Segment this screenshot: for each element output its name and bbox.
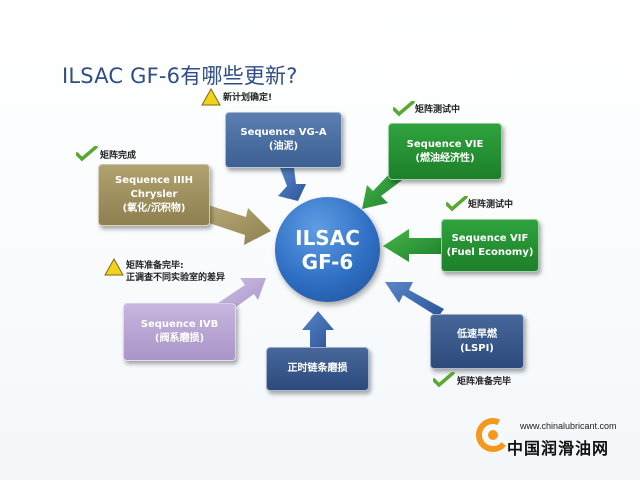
arrow-lspi (385, 282, 444, 317)
status-vie-text: 矩阵测试中 (415, 105, 461, 115)
status-vif-text: 矩阵测试中 (468, 200, 514, 210)
status-lspi: 矩阵准备完毕 (433, 372, 533, 390)
box-sequence-ivb: Sequence IVB (阀系磨损) (123, 303, 236, 361)
status-iiih-text: 矩阵完成 (100, 151, 137, 161)
lspi-desc: (LSPI) (460, 342, 494, 354)
vie-desc: (燃油经济性) (415, 152, 475, 164)
chain-name: 正时链条磨损 (287, 363, 348, 374)
status-vga-text: 新计划确定! (223, 93, 273, 103)
arrow-vga (278, 168, 306, 201)
box-sequence-vga: Sequence VG-A (油泥) (225, 112, 342, 168)
lspi-name: 低速早燃 (457, 328, 497, 340)
warning-icon (201, 88, 221, 106)
status-ivb-text-2: 正调查不同实验室的差异 (126, 273, 226, 283)
vif-desc: (Fuel Economy) (446, 246, 534, 258)
arrow-vif (383, 229, 441, 262)
arrow-iiih (206, 205, 271, 245)
iiih-desc: (氧化/沉积物) (122, 203, 186, 214)
box-sequence-vif: Sequence VIF (Fuel Economy) (441, 219, 539, 272)
box-timing-chain-wear: 正时链条磨损 (266, 347, 369, 391)
status-vie: 矩阵测试中 (393, 101, 483, 119)
status-vga: 新计划确定! (201, 88, 291, 106)
ilsac-gf6-circle: ILSAC GF-6 (275, 197, 380, 302)
iiih-name: Sequence IIIH (115, 175, 193, 186)
status-lspi-text: 矩阵准备完毕 (457, 377, 512, 387)
ivb-name: Sequence IVB (140, 319, 219, 330)
vga-desc: (油泥) (268, 141, 299, 152)
watermark-name: 中国润滑油网 (507, 439, 610, 458)
watermark-url: www.chinalubricant.com (520, 421, 617, 431)
warning-icon (104, 258, 124, 276)
arrow-chain (302, 311, 334, 347)
chinalubricant-logo (476, 418, 510, 452)
center-line1: ILSAC (295, 225, 360, 250)
vif-name: Sequence VIF (451, 232, 529, 244)
checkmark-icon (393, 101, 415, 117)
iiih-sub: Chrysler (130, 189, 178, 200)
status-vif: 矩阵测试中 (446, 196, 536, 214)
checkmark-icon (76, 146, 98, 162)
ivb-desc: (阀系磨损) (154, 333, 205, 344)
status-ivb-text-1: 矩阵准备完毕: (126, 261, 184, 271)
vie-name: Sequence VIE (406, 138, 484, 150)
center-line2: GF-6 (301, 249, 354, 274)
box-sequence-iiih: Sequence IIIH Chrysler (氧化/沉积物) (98, 164, 210, 226)
checkmark-icon (446, 196, 468, 212)
slide-title: ILSAC GF-6有哪些更新? (62, 64, 298, 88)
vga-name: Sequence VG-A (240, 127, 327, 138)
box-sequence-vie: Sequence VIE (燃油经济性) (388, 123, 502, 180)
status-ivb: 矩阵准备完毕: 正调查不同实验室的差异 (104, 258, 264, 288)
checkmark-icon (433, 372, 455, 388)
box-lspi: 低速早燃 (LSPI) (430, 314, 524, 369)
status-iiih: 矩阵完成 (76, 146, 156, 164)
